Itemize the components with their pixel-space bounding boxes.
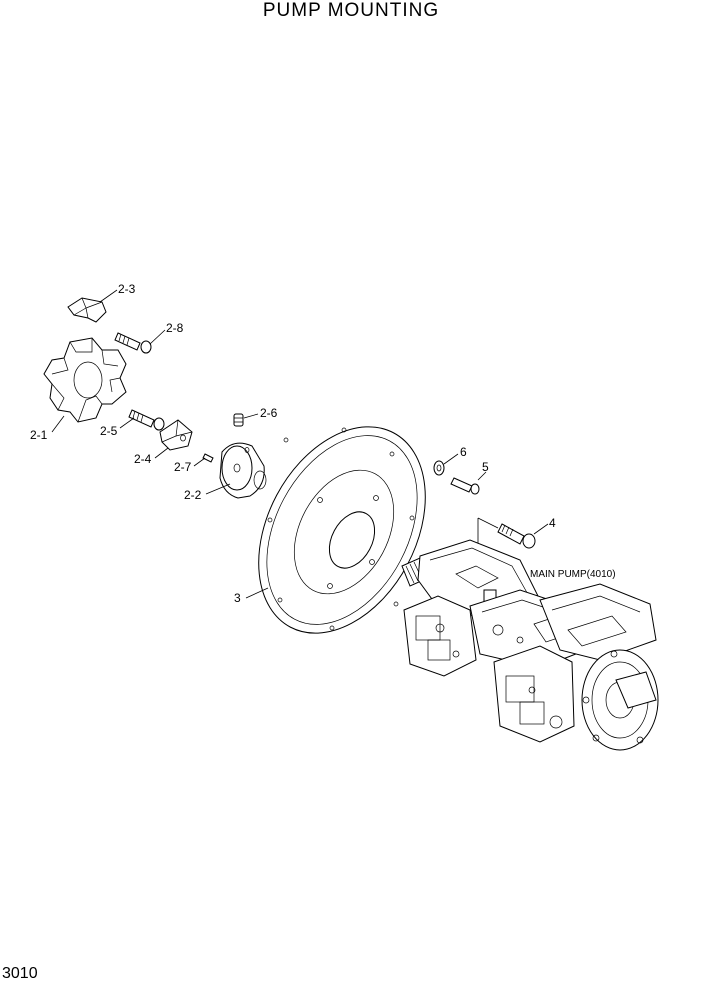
page-number: 3010 <box>2 965 38 982</box>
part-6-washer <box>433 460 445 476</box>
part-2-4-clamp <box>159 419 193 451</box>
part-2-6-set-screw <box>233 413 244 427</box>
callout-2-1: 2-1 <box>30 428 48 442</box>
callout-main-pump: MAIN PUMP(4010) <box>530 569 616 580</box>
part-2-5-bolt <box>128 409 165 431</box>
part-4-bolt <box>497 523 536 549</box>
part-2-7-set-screw <box>202 453 214 463</box>
callout-2-6: 2-6 <box>260 406 278 420</box>
callout-2-8: 2-8 <box>166 321 184 335</box>
callout-3: 3 <box>234 591 241 605</box>
callout-2-4: 2-4 <box>134 452 152 466</box>
main-pump-assembly <box>401 539 659 751</box>
callout-2-5: 2-5 <box>100 424 118 438</box>
callout-2-3: 2-3 <box>118 282 136 296</box>
callout-5: 5 <box>482 460 489 474</box>
part-2-3-clamp <box>67 297 107 323</box>
page-title: PUMP MOUNTING <box>262 0 440 21</box>
part-2-2-hub <box>219 442 267 499</box>
callout-2-2: 2-2 <box>184 488 202 502</box>
part-5-bolt <box>450 477 480 495</box>
part-2-1-coupling-element <box>43 337 127 423</box>
callout-6: 6 <box>460 445 467 459</box>
callout-4: 4 <box>549 516 556 530</box>
part-2-8-bolt <box>114 332 152 354</box>
callout-2-7: 2-7 <box>174 460 192 474</box>
